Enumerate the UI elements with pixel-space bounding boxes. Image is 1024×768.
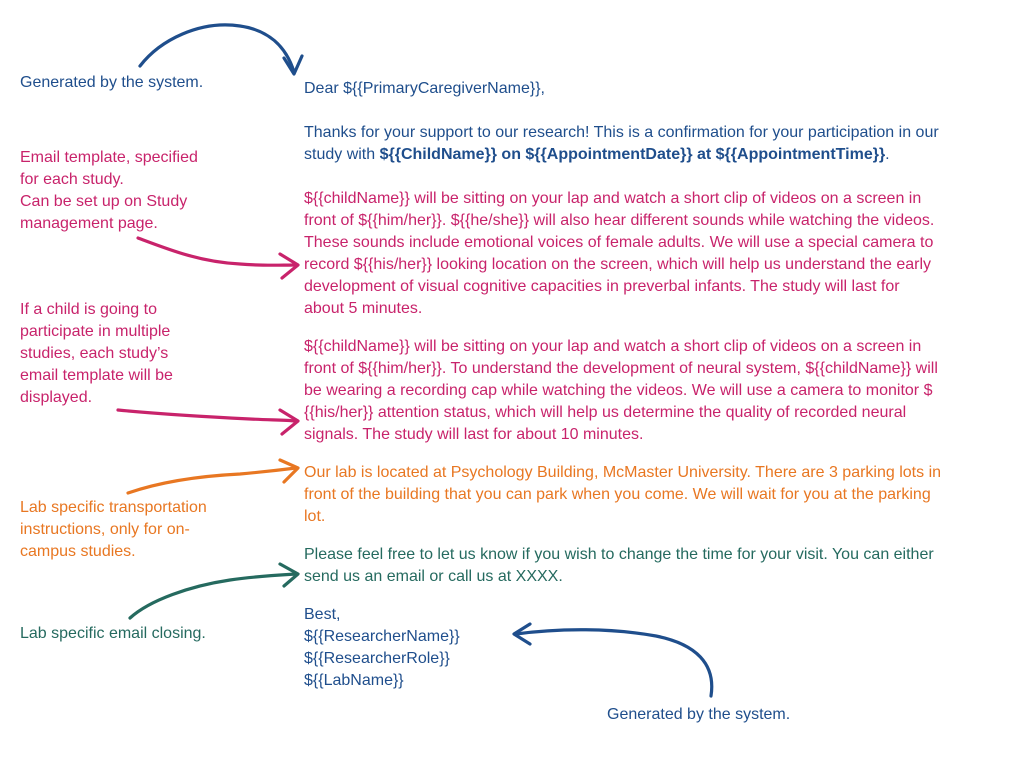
- annotation-multiple-studies-line: participate in multiple: [20, 323, 171, 340]
- annotation-email-closing: Lab specific email closing.: [20, 625, 206, 642]
- email-study-2-line: signals. The study will last for about 1…: [304, 426, 644, 443]
- arrow-system-bottom: [512, 622, 714, 698]
- arrow-email-template: [136, 236, 300, 280]
- annotation-multiple-studies-line: email template will be: [20, 367, 173, 384]
- email-signoff-best: Best,: [304, 606, 341, 623]
- annotation-multiple-studies-line: If a child is going to: [20, 301, 157, 318]
- annotation-multiple-studies: If a child is going to participate in mu…: [20, 299, 173, 409]
- email-study-2-line: {{his/her}} attention status, which will…: [304, 404, 907, 421]
- annotation-transportation-line: instructions, only for on-: [20, 521, 190, 538]
- annotation-transportation-line: campus studies.: [20, 543, 136, 560]
- email-transportation-line: front of the building that you can park …: [304, 486, 931, 503]
- email-signoff-researcher-name: ${{ResearcherName}}: [304, 628, 460, 645]
- email-study-1-line: These sounds include emotional voices of…: [304, 234, 934, 251]
- annotation-email-template-line: Can be set up on Study: [20, 193, 188, 210]
- annotation-transportation: Lab specific transportation instructions…: [20, 497, 207, 563]
- email-study-1-line: development of visual cognitive capaciti…: [304, 278, 900, 295]
- arrow-multiple-studies: [116, 408, 300, 436]
- annotation-email-template-line: management page.: [20, 215, 158, 232]
- email-transportation-line: lot.: [304, 508, 326, 525]
- email-study-2-line: ${{childName}} will be sitting on your l…: [304, 338, 922, 355]
- annotation-email-template-line: Email template, specified: [20, 149, 198, 166]
- email-signoff: Best, ${{ResearcherName}} ${{ResearcherR…: [304, 604, 460, 692]
- arrow-system-top: [138, 23, 304, 76]
- email-study-template-1: ${{childName}} will be sitting on your l…: [304, 188, 934, 320]
- annotation-multiple-studies-line: studies, each study’s: [20, 345, 169, 362]
- email-intro-period: .: [885, 146, 890, 163]
- email-intro-line: Thanks for your support to our research!…: [304, 124, 939, 141]
- email-study-1-line: front of ${{him/her}}. ${{he/she}} will …: [304, 212, 935, 229]
- email-intro: Thanks for your support to our research!…: [304, 122, 939, 166]
- email-closing: Please feel free to let us know if you w…: [304, 544, 934, 588]
- annotation-transportation-line: Lab specific transportation: [20, 499, 207, 516]
- email-study-1-line: record ${{his/her}} looking location on …: [304, 256, 932, 273]
- annotation-system-generated-top: Generated by the system.: [20, 74, 204, 91]
- annotation-email-template: Email template, specified for each study…: [20, 147, 198, 235]
- email-signoff-lab-name: ${{LabName}}: [304, 672, 404, 689]
- email-signoff-researcher-role: ${{ResearcherRole}}: [304, 650, 450, 667]
- arrow-transportation: [126, 458, 300, 495]
- email-transportation-line: Our lab is located at Psychology Buildin…: [304, 464, 942, 481]
- annotation-email-template-line: for each study.: [20, 171, 124, 188]
- email-intro-line: study with ${{ChildName}} on ${{Appointm…: [304, 144, 939, 166]
- annotation-system-generated-bottom: Generated by the system.: [607, 706, 791, 723]
- arrow-email-closing: [128, 562, 300, 620]
- annotation-multiple-studies-line: displayed.: [20, 389, 93, 406]
- email-greeting: Dear ${{PrimaryCaregiverName}},: [304, 80, 545, 97]
- email-transportation: Our lab is located at Psychology Buildin…: [304, 462, 941, 528]
- email-study-2-line: front of ${{him/her}}. To understand the…: [304, 360, 938, 377]
- email-study-1-line: ${{childName}} will be sitting on your l…: [304, 190, 922, 207]
- email-study-1-line: about 5 minutes.: [304, 300, 423, 317]
- email-appointment-details: ${{ChildName}} on ${{AppointmentDate}} a…: [379, 146, 886, 163]
- email-intro-text: study with: [304, 146, 380, 163]
- email-study-2-line: be wearing a recording cap while watchin…: [304, 382, 933, 399]
- email-closing-line: send us an email or call us at XXXX.: [304, 568, 563, 585]
- email-study-template-2: ${{childName}} will be sitting on your l…: [304, 336, 938, 446]
- email-closing-line: Please feel free to let us know if you w…: [304, 546, 934, 563]
